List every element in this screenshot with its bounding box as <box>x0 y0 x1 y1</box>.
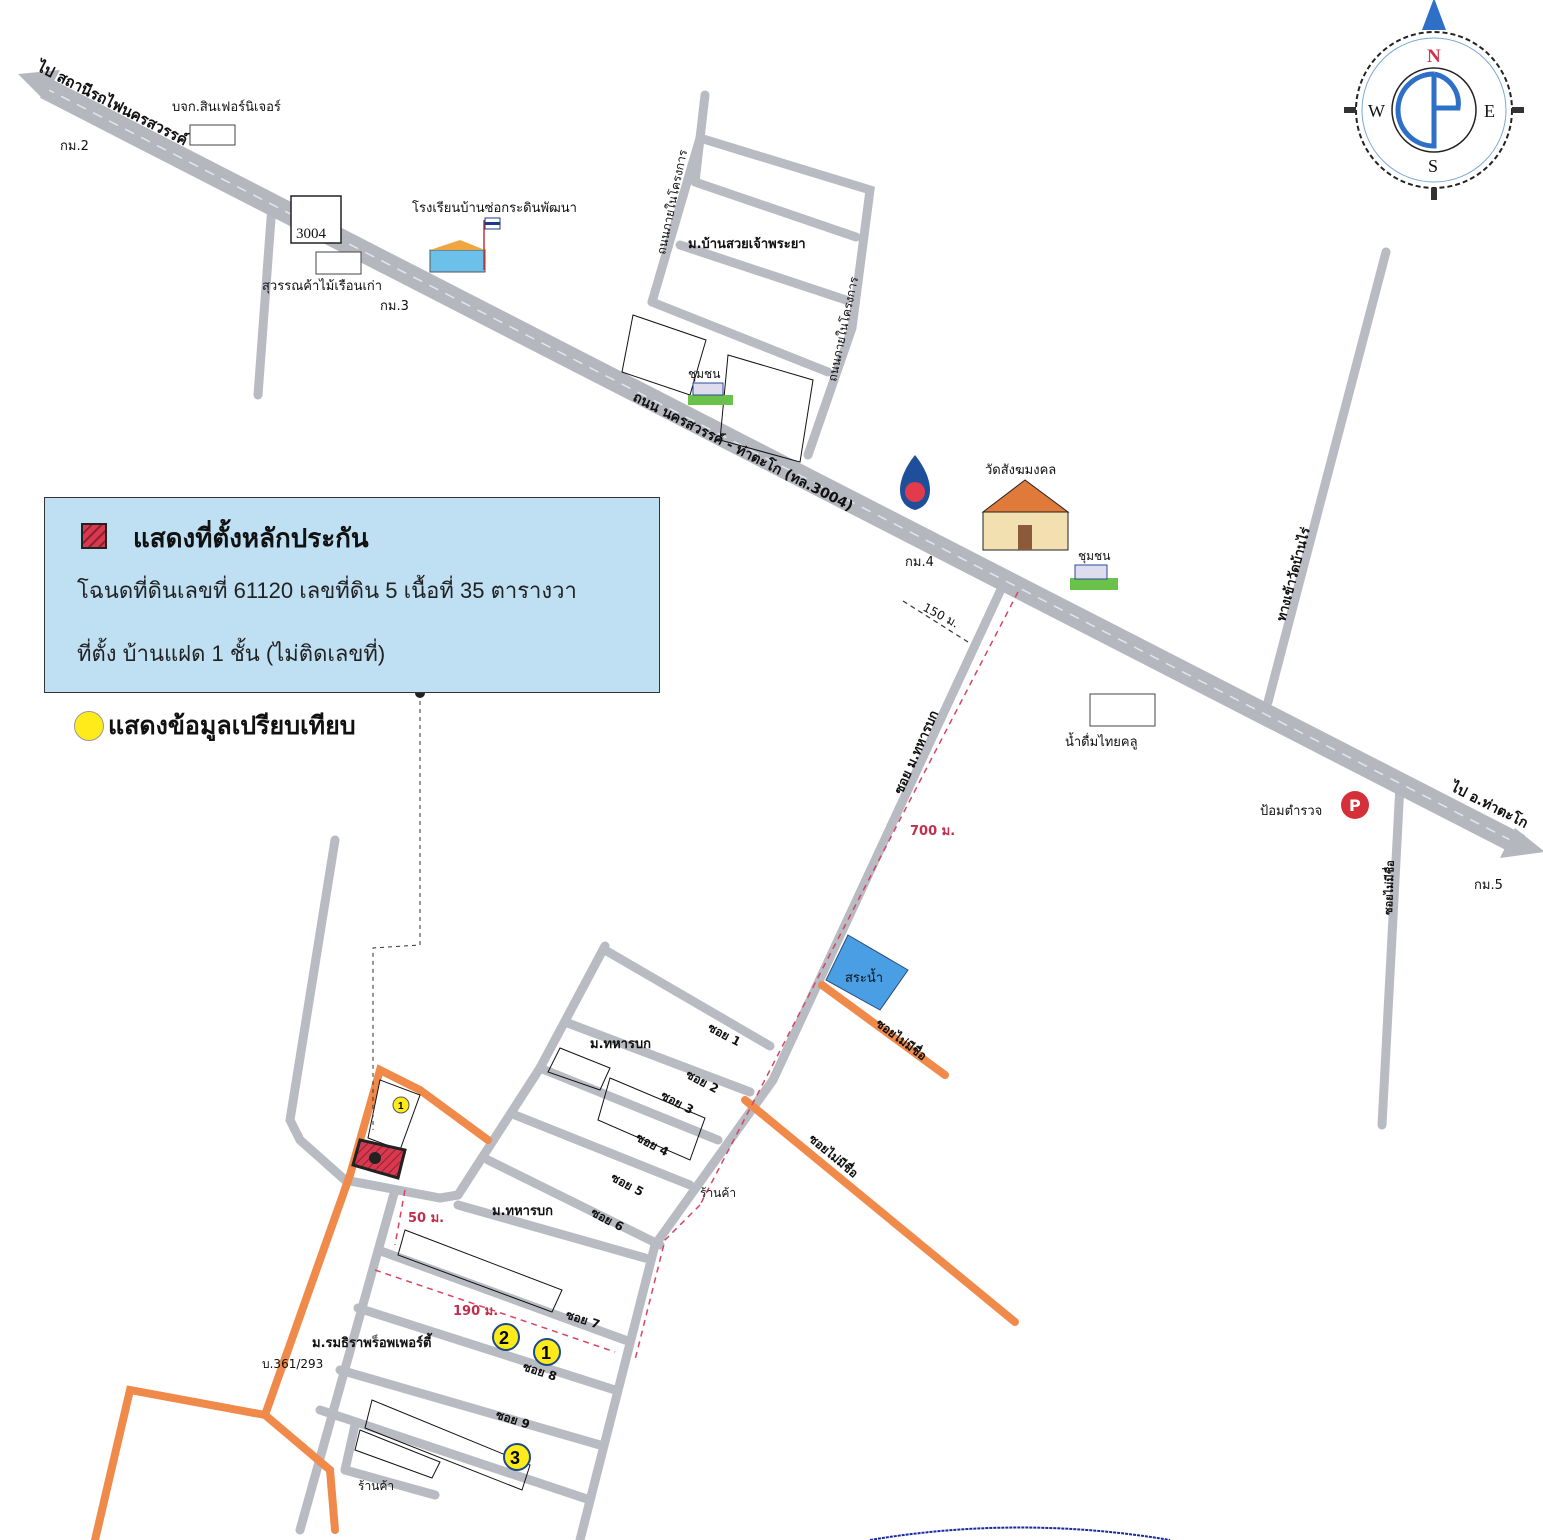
distance-150: 150 ม. <box>921 600 962 630</box>
landmark-furniture-co: บจก.สินเฟอร์นิเจอร์ <box>172 99 281 115</box>
route-shield <box>290 195 342 244</box>
community-icon <box>688 382 1118 590</box>
soi-3: ซอย 3 <box>659 1088 696 1117</box>
landmark-police-box: ป้อมตำรวจ <box>1260 804 1322 819</box>
legend-box: แสดงที่ตั้งหลักประกัน โฉนดที่ดินเลขที่ 6… <box>44 497 660 693</box>
comparison-markers: 1 2 1 3 <box>392 1096 561 1471</box>
soi-4: ซอย 4 <box>634 1130 671 1159</box>
landmark-village-suay: ม.บ้านสวยเจ้าพระยา <box>688 236 806 252</box>
km-marker-3: กม.3 <box>380 299 409 314</box>
distance-50: 50 ม. <box>408 1211 444 1226</box>
house-number: บ.361/293 <box>262 1357 323 1371</box>
compass-rose <box>1344 0 1524 200</box>
comparison-legend: แสดงข้อมูลเปรียบเทียบ <box>74 706 356 746</box>
landmark-water-shop: น้ำดื่มไทยคลู <box>1065 732 1138 750</box>
landmark-village-thaharnbok-2: ม.ทหารบก <box>492 1204 553 1219</box>
leader-line <box>372 693 421 1130</box>
landmark-shop-1: ร้านค้า <box>700 1186 736 1200</box>
pond <box>825 934 909 1011</box>
building-icon <box>189 124 1156 727</box>
compass-s: S <box>1428 156 1438 176</box>
comparison-legend-text: แสดงข้อมูลเปรียบเทียบ <box>108 711 356 740</box>
comparison-dot-icon <box>74 711 104 741</box>
route-number: 3004 <box>296 226 327 242</box>
compass-e: E <box>1484 101 1495 121</box>
landmark-shop-2: ร้านค้า <box>358 1479 394 1493</box>
svg-text:3: 3 <box>510 1448 520 1468</box>
school-icon <box>429 217 501 273</box>
svg-text:2: 2 <box>499 1328 509 1348</box>
distance-150-line <box>902 600 969 643</box>
km-marker-2: กม.2 <box>60 139 89 154</box>
distance-lines <box>374 591 1019 1361</box>
unnamed-sois <box>91 981 1019 1540</box>
landmark-old-wood-house: สุวรรณค้าไม้เรือนเก่า <box>262 278 382 294</box>
legend-location-line: ที่ตั้ง บ้านแฝด 1 ชั้น (ไม่ติดเลขที่) <box>77 641 386 666</box>
collateral-swatch-icon <box>81 523 107 549</box>
svg-text:1: 1 <box>541 1343 551 1363</box>
compass-n: N <box>1427 46 1441 67</box>
landmark-community-1: ชุมชน <box>688 367 720 382</box>
temple-icon <box>981 479 1070 551</box>
legend-collateral-title: แสดงที่ตั้งหลักประกัน <box>133 524 369 554</box>
police-box-icon: P <box>1341 791 1369 819</box>
landmark-pond: สระน้ำ <box>845 968 883 986</box>
landmark-temple: วัดสังฆมงคล <box>985 463 1056 478</box>
landmark-village-rom: ม.รมธิราพร็อพเพอร์ตี้ <box>312 1332 433 1351</box>
soi-6: ซอย 6 <box>589 1205 626 1234</box>
landmark-school: โรงเรียนบ้านซ่อกระดินพัฒนา <box>412 200 577 216</box>
collateral-lot <box>351 1079 421 1180</box>
legend-deed-line: โฉนดที่ดินเลขที่ 61120 เลขที่ดิน 5 เนื้อ… <box>77 578 577 603</box>
compass-w: W <box>1368 101 1385 121</box>
km-marker-4: กม.4 <box>905 555 934 570</box>
distance-190: 190 ม. <box>453 1304 498 1319</box>
gas-station-icon <box>900 455 930 510</box>
svg-text:P: P <box>1349 796 1361 815</box>
road-label-soi-unnamed-east: ซอยไม่มีชื่อ <box>1380 860 1397 915</box>
svg-text:1: 1 <box>398 1101 404 1112</box>
distance-700: 700 ม. <box>910 824 955 839</box>
km-marker-5: กม.5 <box>1474 878 1503 893</box>
secondary-roads <box>253 90 1405 1540</box>
landmark-village-thaharnbok-1: ม.ทหารบก <box>590 1037 651 1052</box>
soi-5: ซอย 5 <box>609 1170 646 1199</box>
landmark-community-2: ชุมชน <box>1078 549 1110 564</box>
soi-9: ซอย 9 <box>494 1408 532 1432</box>
stamp-arc <box>869 1526 1171 1540</box>
road-label-soi-unnamed-1: ซอยไม่มีชื่อ <box>873 1015 930 1064</box>
